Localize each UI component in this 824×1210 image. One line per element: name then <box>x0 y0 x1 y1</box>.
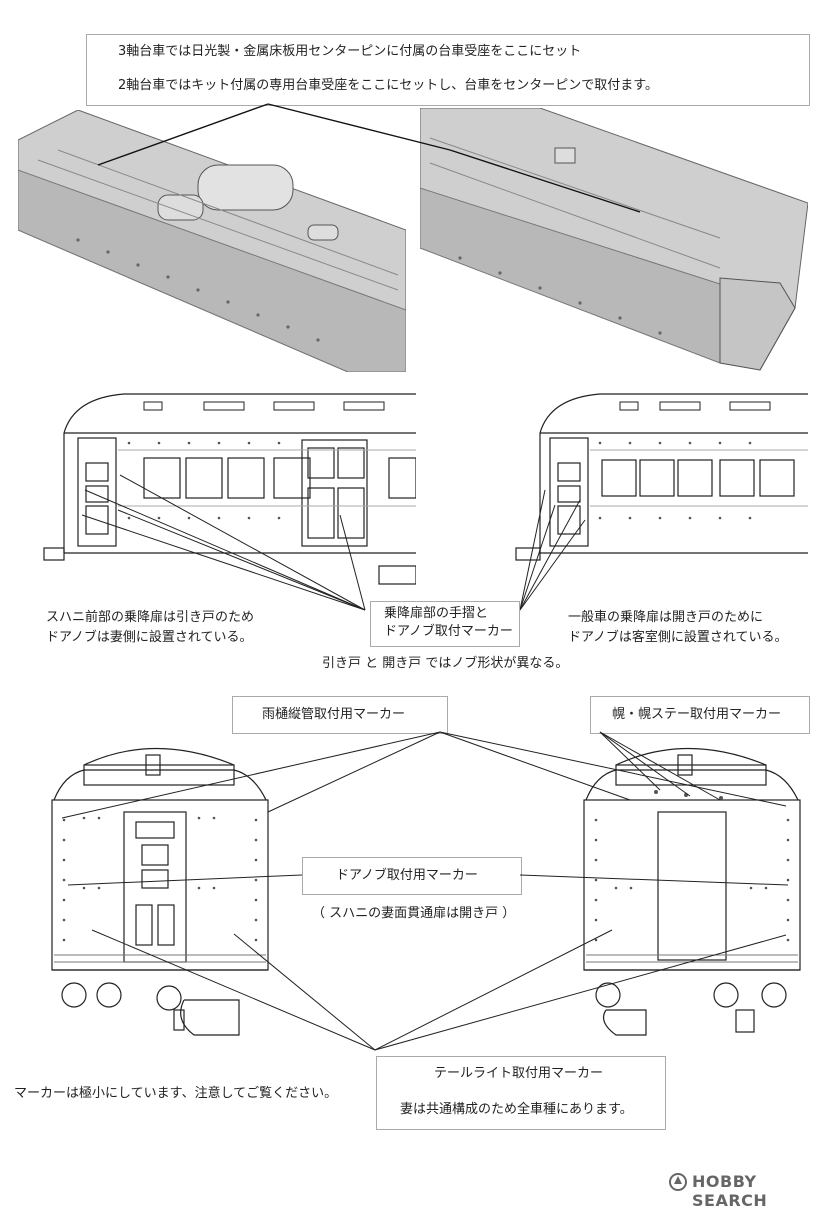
door-marker-label-box <box>370 601 520 647</box>
taillight-note: 妻は共通構成のため全車種にあります。 <box>400 1102 633 1117</box>
taillight-label: テールライト取付用マーカー <box>434 1066 604 1081</box>
door-marker-label-line-1: 乗降扉部の手摺と <box>384 606 489 621</box>
watermark-brand: HOBBY SEARCH <box>692 1172 768 1210</box>
underfloor-render-left <box>18 110 406 372</box>
right-caption-line-1: 一般車の乗降扉は開き戸のために <box>568 610 764 625</box>
top-note-line-1: 3軸台車では日光製・金属床板用センターピンに付属の台車受座をここにセット <box>118 44 582 59</box>
door-type-note: 引き戸 と 開き戸 ではノブ形状が異なる。 <box>322 656 569 671</box>
left-caption-line-1: スハニ前部の乗降扉は引き戸のため <box>46 610 255 625</box>
door-knob-note: （ スハニの妻面貫通扉は開き戸 ） <box>312 906 516 921</box>
taillight-label-box <box>376 1056 666 1130</box>
side-elevation-right <box>515 393 808 561</box>
rain-gutter-label-box <box>232 696 448 734</box>
left-caption-line-2: ドアノブは妻側に設置されている。 <box>46 630 253 645</box>
end-view-left <box>51 747 269 1036</box>
top-note-box <box>86 34 810 106</box>
right-caption-line-2: ドアノブは客室側に設置されている。 <box>568 630 788 645</box>
door-knob-label-box <box>302 857 522 895</box>
end-view-right <box>583 747 801 1036</box>
door-knob-label: ドアノブ取付用マーカー <box>336 868 478 883</box>
hobby-search-logo-icon <box>669 1173 687 1191</box>
underfloor-render-right <box>420 108 808 372</box>
hood-label-box <box>590 696 810 734</box>
marker-warning: マーカーは極小にしています、注意してご覧ください。 <box>14 1086 338 1101</box>
rain-gutter-label: 雨樋縦管取付用マーカー <box>262 707 406 722</box>
door-marker-label-line-2: ドアノブ取付マーカー <box>384 624 513 639</box>
side-elevation-left <box>43 393 416 585</box>
hood-label: 幌・幌ステー取付用マーカー <box>612 707 782 722</box>
top-note-line-2: 2軸台車ではキット付属の専用台車受座をここにセットし、台車をセンターピンで取付ま… <box>118 78 658 93</box>
